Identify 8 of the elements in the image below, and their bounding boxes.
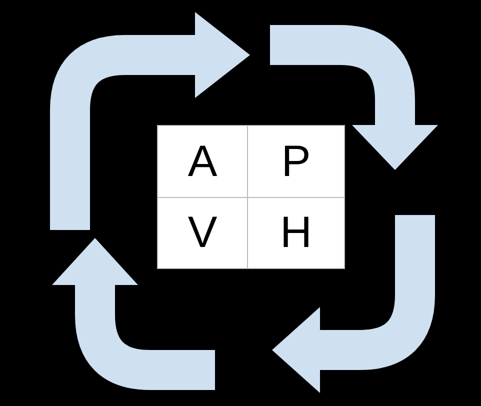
letter-cell: [247, 125, 345, 198]
cell-letter: V: [188, 211, 218, 255]
cell-letter: A: [188, 140, 218, 184]
letter-cell: [157, 197, 248, 269]
letter-cell: [247, 197, 345, 269]
cell-letter: P: [281, 140, 311, 184]
cell-letter: H: [280, 211, 312, 255]
letter-cell: [157, 125, 248, 198]
